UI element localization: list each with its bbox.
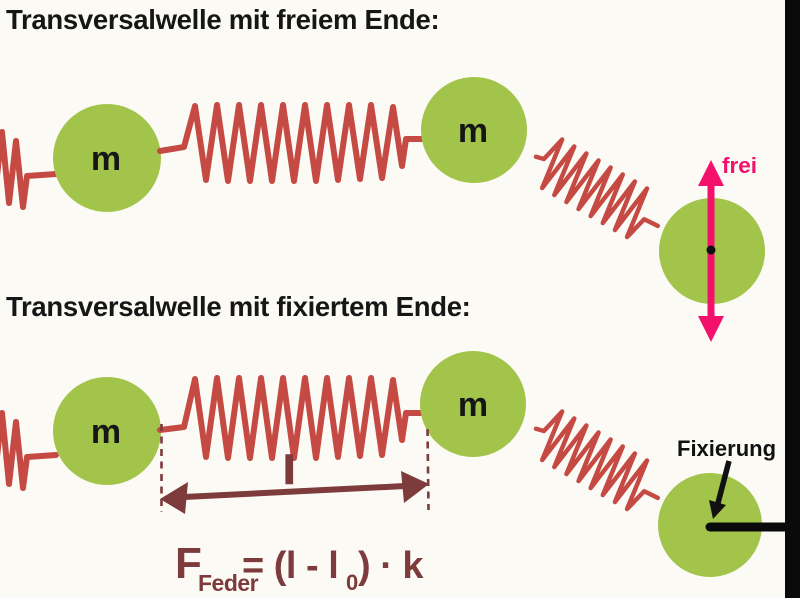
fixierung-arrow-shaft bbox=[715, 460, 732, 504]
length-dimension-left-head bbox=[160, 482, 188, 514]
length-label: l bbox=[284, 450, 295, 492]
mass1-bottom-label: m bbox=[91, 413, 121, 451]
spring-horizontal-top bbox=[157, 102, 426, 184]
formula-feder-subscript: Feder bbox=[198, 570, 259, 596]
mass2-top-label: m bbox=[458, 112, 488, 150]
spring-force-formula: F Feder = (l - l 0 ) · k bbox=[175, 539, 425, 596]
dashed-extension-right bbox=[426, 428, 430, 511]
formula-middle-expression: = (l - l bbox=[242, 545, 338, 587]
formula-k-term: ) · k bbox=[358, 545, 424, 587]
spring-horizontal-bottom bbox=[157, 375, 426, 461]
mass1-bottom-circle bbox=[53, 377, 161, 485]
mass2-bottom-label: m bbox=[458, 386, 488, 424]
length-dimension-right-head bbox=[401, 471, 429, 503]
mass2-bottom-circle bbox=[420, 351, 526, 457]
fixierung-arrow-head bbox=[709, 500, 726, 519]
free-end-arrow-down-head bbox=[698, 316, 724, 342]
section-title-fixed-end: Transversalwelle mit fixiertem Ende: bbox=[6, 291, 471, 322]
formula-zero-subscript: 0 bbox=[346, 570, 358, 595]
wall bbox=[785, 0, 800, 598]
mass1-top-label: m bbox=[91, 140, 121, 178]
section-title-free-end: Transversalwelle mit freiem Ende: bbox=[6, 4, 439, 35]
mass1-top-circle bbox=[53, 104, 161, 212]
left-edge-spring-bottom bbox=[0, 410, 59, 491]
spring-diagonal-top bbox=[533, 137, 660, 240]
left-edge-spring-top bbox=[0, 129, 59, 210]
mass2-top-circle bbox=[421, 77, 527, 183]
spring-diagonal-bottom bbox=[533, 409, 660, 512]
free-end-arrow-up-head bbox=[698, 160, 724, 186]
center-dot bbox=[706, 245, 716, 255]
fixed-end-label: Fixierung bbox=[677, 436, 776, 461]
formula-force-symbol: F bbox=[175, 539, 201, 588]
free-end-label: frei bbox=[722, 153, 757, 178]
length-dimension-shaft bbox=[183, 483, 406, 500]
